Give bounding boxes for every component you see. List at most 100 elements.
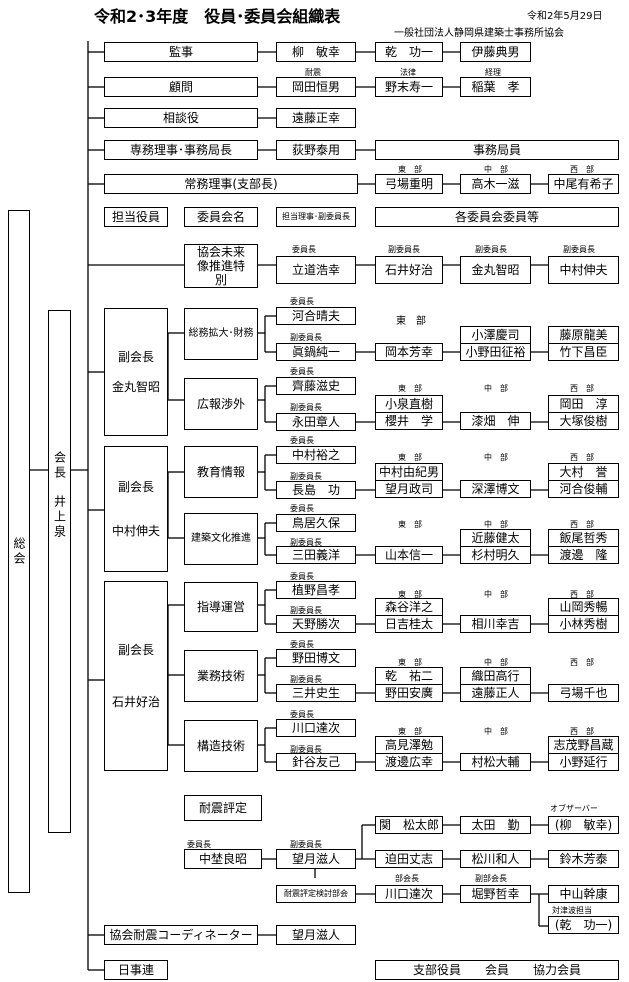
jomu-west: 中尾有希子 — [548, 174, 619, 194]
taishin-chair: 中埜良昭 — [184, 849, 262, 869]
mirai-role-3: 副委員長 — [475, 245, 507, 254]
coordinator-label: 協会耐震コーディネーター — [104, 925, 258, 945]
kenchiku-west-2: 渡邊 隆 — [548, 546, 619, 564]
kyoiku-west-2: 河合俊輔 — [548, 480, 619, 498]
coordinator-name: 望月滋人 — [276, 925, 356, 945]
shido-east-1: 森谷洋之 — [375, 598, 443, 616]
shido-central-1: 相川幸吉 — [460, 615, 531, 633]
kozo-central-1: 村松大輔 — [460, 753, 531, 771]
vp2-box: 副会長 中村伸夫 — [104, 446, 168, 572]
kaicho-box: 会長 井上泉 — [48, 310, 71, 833]
somu-central-1: 小澤慶司 — [460, 326, 531, 344]
koho-chair: 齊藤滋史 — [276, 377, 356, 395]
somu-east-tag: 東 部 — [396, 316, 426, 327]
jomu-tag-east: 東 部 — [398, 165, 422, 174]
mirai-vice-1: 石井好治 — [375, 256, 443, 284]
taishin-r1-1: 関 松太郎 — [375, 816, 443, 834]
shido-west-tag: 西 部 — [570, 590, 594, 599]
jomu-east: 弓場重明 — [375, 174, 443, 194]
kyoiku-central-1: 深澤博文 — [460, 480, 531, 498]
header-members: 各委員会委員等 — [375, 207, 619, 227]
koho-east-tag: 東 部 — [398, 384, 422, 393]
kozo-east-2: 渡邊広幸 — [375, 753, 443, 771]
taishin-vice: 望月滋人 — [276, 849, 356, 869]
vp1-name: 金丸智昭 — [111, 380, 160, 394]
mirai-chair: 立道浩幸 — [276, 256, 356, 284]
kozo-east-tag: 東 部 — [398, 727, 422, 736]
gyomu-west-tag: 西 部 — [570, 658, 594, 667]
gyomu-chair: 野田博文 — [276, 649, 356, 667]
kenchiku-chair: 鳥居久保 — [276, 514, 356, 532]
nichijiren-members: 支部役員 会員 協力会員 — [375, 960, 619, 980]
shido-vice-tag: 副委員長 — [290, 606, 322, 615]
sodan-name: 遠藤正幸 — [276, 108, 356, 128]
kanji-name-3: 伊藤典男 — [460, 42, 531, 62]
komon-label: 顧問 — [104, 77, 258, 97]
bukai-vice-tag: 副部会長 — [475, 874, 507, 883]
somu-vice-tag: 副委員長 — [290, 333, 322, 342]
kozo-central-tag: 中 部 — [484, 727, 508, 736]
kyoiku-vice-tag: 副委員長 — [290, 472, 322, 481]
bukai-chair-tag: 部会長 — [395, 874, 419, 883]
koho-vice-tag: 副委員長 — [290, 403, 322, 412]
kenchiku-west-1: 飯尾哲秀 — [548, 529, 619, 547]
mirai-role-4: 副委員長 — [563, 245, 595, 254]
kenchiku-central-1: 近藤健太 — [460, 529, 531, 547]
komon-name-1: 岡田恒男 — [276, 77, 356, 97]
kozo-west-tag: 西 部 — [570, 727, 594, 736]
kenchiku-central-tag: 中 部 — [484, 520, 508, 529]
koho-east-2: 櫻井 学 — [375, 412, 443, 430]
somu-committee: 総務拡大･財務 — [184, 308, 258, 360]
kyoiku-central-tag: 中 部 — [484, 453, 508, 462]
koho-central-tag: 中 部 — [484, 384, 508, 393]
somu-east: 岡本芳幸 — [375, 343, 443, 361]
gyomu-vice-tag: 副委員長 — [290, 675, 322, 684]
jomu-central: 高木一滋 — [460, 174, 531, 194]
mirai-vice-2: 金丸智昭 — [460, 256, 531, 284]
tsunami-tag: 対津波担当 — [552, 906, 592, 915]
kaicho-name: 井上泉 — [52, 495, 67, 540]
kanji-label: 監事 — [104, 42, 258, 62]
kozo-chair-tag: 委員長 — [290, 710, 314, 719]
kenchiku-west-tag: 西 部 — [570, 520, 594, 529]
gyomu-chair-tag: 委員長 — [290, 640, 314, 649]
taishin-r2-3: 鈴木芳泰 — [548, 850, 619, 868]
jomu-tag-central: 中 部 — [484, 165, 508, 174]
kanji-name-1: 柳 敏幸 — [276, 42, 356, 62]
vp3-name: 石井好治 — [111, 695, 160, 709]
kozo-west-2: 小野延行 — [548, 753, 619, 771]
koho-west-tag: 西 部 — [570, 384, 594, 393]
kozo-chair: 川口達次 — [276, 719, 356, 737]
kenchiku-chair-tag: 委員長 — [290, 504, 314, 513]
mirai-role-2: 副委員長 — [388, 245, 420, 254]
kozo-vice-tag: 副委員長 — [290, 745, 322, 754]
somu-chair: 河合晴夫 — [276, 307, 356, 325]
komon-tag-2: 法律 — [400, 68, 416, 77]
mirai-role-1: 委員長 — [292, 245, 316, 254]
kyoiku-chair: 中村裕之 — [276, 446, 356, 464]
gyomu-central-1: 織田高行 — [460, 667, 531, 685]
gyomu-east-tag: 東 部 — [398, 658, 422, 667]
kozo-vice: 針谷友己 — [276, 753, 356, 771]
vp1-box: 副会長 金丸智昭 — [104, 308, 168, 436]
vp3-box: 副会長 石井好治 — [104, 581, 168, 771]
organization-name: 一般社団法人静岡県建築士事務所協会 — [394, 28, 564, 39]
kyoiku-east-1: 中村由紀男 — [375, 463, 443, 481]
header-tanto: 担当役員 — [104, 207, 168, 227]
kanji-name-2: 乾 功一 — [375, 42, 443, 62]
header-fuku: 担当理事･副委員長 — [276, 207, 356, 227]
koho-west-2: 大塚俊樹 — [548, 412, 619, 430]
kyoiku-east-tag: 東 部 — [398, 453, 422, 462]
kyoiku-chair-tag: 委員長 — [290, 436, 314, 445]
taishin-b4: (乾 功一) — [548, 916, 619, 934]
kenchiku-central-2: 杉村明久 — [460, 546, 531, 564]
gyomu-vice: 三井史生 — [276, 684, 356, 702]
taishin-r2-2: 松川和人 — [460, 850, 531, 868]
vp2-name: 中村伸夫 — [111, 524, 160, 538]
senmu-label: 専務理事･事務局長 — [104, 140, 258, 160]
gyomu-committee: 業務技術 — [184, 650, 258, 702]
kyoiku-west-tag: 西 部 — [570, 453, 594, 462]
shido-east-2: 日吉桂太 — [375, 615, 443, 633]
koho-chair-tag: 委員長 — [290, 367, 314, 376]
